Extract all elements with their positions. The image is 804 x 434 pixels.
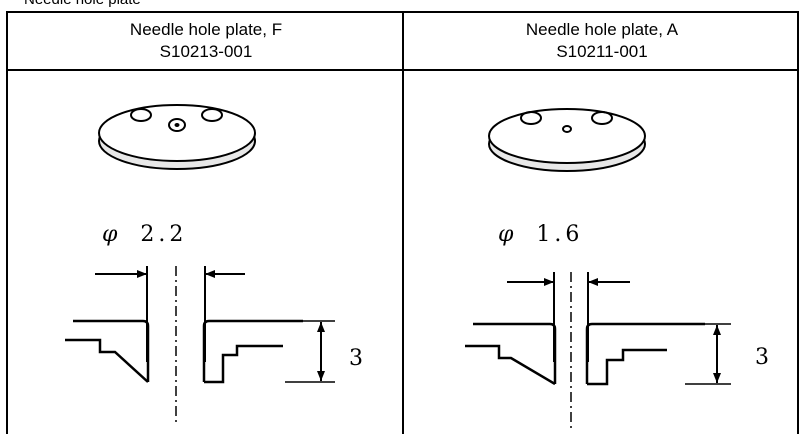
header-divider <box>6 69 798 71</box>
needle-hole-cross-section-f <box>65 266 335 424</box>
plate-a-top-face <box>488 108 646 164</box>
depth-arrowhead-a-bottom <box>713 373 721 383</box>
depth-arrowhead-f-bottom <box>317 371 325 381</box>
table-column-divider <box>402 11 404 434</box>
column-header-a-title: Needle hole plate, A <box>525 19 679 39</box>
section-caption: Needle hole plate <box>24 0 141 9</box>
underside-profile-a-right <box>587 348 667 386</box>
table-right-border <box>797 11 799 434</box>
hole-wall-a-right <box>585 322 593 384</box>
table-left-border <box>6 11 8 434</box>
column-header-f-part-number: S10213-001 <box>159 41 253 61</box>
hole-wall-f-right <box>202 319 210 382</box>
needle-plate-f-illustration <box>98 104 256 170</box>
column-header-a: Needle hole plate, A S10211-001 <box>402 12 802 69</box>
dim-arrowhead-f-right <box>205 270 215 278</box>
plate-a-screw-hole-right <box>591 111 613 125</box>
dim-arrowhead-f-left <box>137 270 147 278</box>
diameter-label-f: φ 2.2 <box>102 222 187 247</box>
hole-wall-a-left <box>549 322 557 384</box>
plate-f-screw-hole-left <box>130 108 152 122</box>
diameter-value-a: 1.6 <box>536 222 584 247</box>
column-header-a-part-number: S10211-001 <box>556 41 648 61</box>
hole-wall-f-left <box>142 319 150 382</box>
diameter-symbol-a: φ <box>498 222 514 247</box>
depth-label-a: 3 <box>755 345 769 370</box>
plate-a-needle-hole <box>562 125 572 133</box>
column-header-f-title: Needle hole plate, F <box>129 19 283 39</box>
diameter-label-a: φ 1.6 <box>498 222 583 247</box>
dim-arrowhead-a-left <box>544 278 554 286</box>
needle-plate-a-illustration <box>488 108 646 172</box>
needle-hole-cross-section-a <box>465 272 731 430</box>
parts-table <box>0 11 804 434</box>
plate-f-needle-hole-inner <box>174 123 180 127</box>
underside-profile-a-left <box>465 344 556 386</box>
diameter-value-f: 2.2 <box>140 222 188 247</box>
underside-profile-f-left <box>65 338 149 383</box>
plate-f-top-face <box>98 104 256 162</box>
diameter-symbol-f: φ <box>102 222 118 247</box>
plate-f-screw-hole-right <box>201 108 223 122</box>
dim-arrowhead-a-right <box>588 278 598 286</box>
underside-profile-f-right <box>204 344 283 384</box>
depth-arrowhead-f-top <box>317 322 325 332</box>
depth-arrowhead-a-top <box>713 325 721 335</box>
plate-a-screw-hole-left <box>520 111 542 125</box>
column-header-f: Needle hole plate, F S10213-001 <box>6 12 406 69</box>
depth-label-f: 3 <box>349 346 363 371</box>
